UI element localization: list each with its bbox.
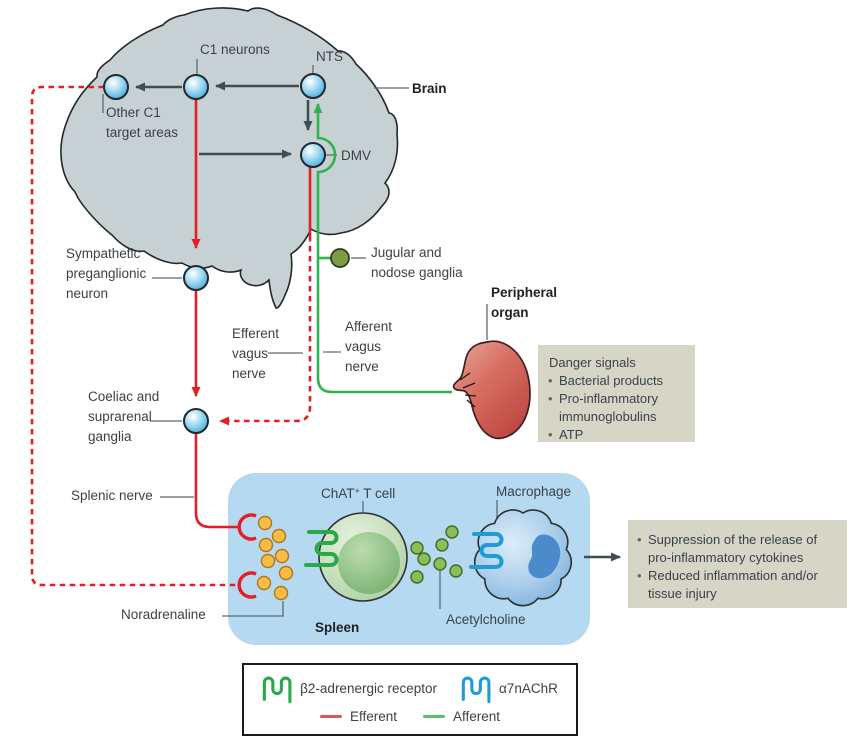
danger-item: ATP bbox=[548, 426, 691, 444]
efferent-vagus-label: Efferent vagus nerve bbox=[232, 326, 280, 381]
outcome-item: Reduced inflammation and/or tissue injur… bbox=[637, 567, 843, 603]
other-c1-label: Other C1 target areas bbox=[106, 105, 179, 140]
kidney-vessel bbox=[466, 399, 476, 408]
afferent-line-swatch bbox=[423, 715, 445, 718]
kidney-vessels bbox=[459, 372, 477, 408]
danger-signals-box: Danger signals Bacterial products Pro-in… bbox=[538, 345, 695, 444]
afferent-legend-label: Afferent bbox=[453, 709, 501, 724]
sympathetic-label: Sympathetic preganglionic neuron bbox=[66, 246, 147, 301]
sympathetic-node bbox=[183, 265, 209, 291]
beta2-receptor-legend-icon bbox=[262, 676, 292, 704]
dmv-label: DMV bbox=[341, 148, 371, 163]
noradrenaline-label: Noradrenaline bbox=[121, 607, 206, 622]
nts-label: NTS bbox=[316, 49, 343, 64]
coeliac-label: Coeliac and suprarenal ganglia bbox=[88, 389, 160, 444]
danger-item: Bacterial products bbox=[548, 372, 691, 390]
coeliac-node bbox=[183, 408, 209, 434]
splenic-nerve-label: Splenic nerve bbox=[71, 488, 153, 503]
alpha7-nachr-label: α7nAChR bbox=[499, 681, 558, 696]
outcome-box: Suppression of the release of pro-inflam… bbox=[628, 520, 847, 608]
outcome-item: Suppression of the release of pro-inflam… bbox=[637, 531, 843, 567]
chat-t-cell-label-text: ChAT bbox=[321, 486, 355, 501]
kidney-vessel bbox=[459, 372, 471, 381]
kidney-vessel bbox=[462, 382, 476, 389]
kidney bbox=[452, 340, 531, 440]
spleen-label: Spleen bbox=[315, 620, 360, 635]
chat-plus-superscript: + bbox=[354, 486, 360, 496]
acetylcholine-label: Acetylcholine bbox=[446, 612, 526, 627]
danger-item: Pro-inflammatory immunoglobulins bbox=[548, 390, 691, 426]
jugular-label: Jugular and nodose ganglia bbox=[371, 245, 463, 280]
kidney-vessel bbox=[464, 394, 477, 397]
chat-t-cell-label-suffix: T cell bbox=[359, 486, 396, 501]
central-sympathetic-dashed bbox=[30, 85, 240, 587]
alpha7-nachr-legend-icon bbox=[461, 676, 491, 704]
other-c1-node bbox=[103, 74, 129, 100]
legend: β2-adrenergic receptor α7nAChR Efferent … bbox=[242, 663, 578, 736]
dmv-node bbox=[300, 142, 326, 168]
c1-neurons-label: C1 neurons bbox=[200, 42, 270, 57]
peripheral-organ-label: Peripheral organ bbox=[491, 285, 558, 320]
chat-t-cell-label: ChAT+ T cell bbox=[321, 481, 395, 504]
jugular-nodose-node bbox=[330, 248, 350, 268]
legend-line-row: Efferent Afferent bbox=[244, 709, 576, 724]
outcome-list: Suppression of the release of pro-inflam… bbox=[637, 531, 843, 603]
brain-label: Brain bbox=[412, 81, 447, 96]
beta2-receptor-label: β2-adrenergic receptor bbox=[300, 681, 437, 696]
efferent-legend-label: Efferent bbox=[349, 709, 397, 724]
c1-neurons-node bbox=[183, 74, 209, 100]
kidney-shape bbox=[452, 340, 531, 440]
afferent-vagus-label: Afferent vagus nerve bbox=[345, 319, 393, 374]
legend-receptor-row: β2-adrenergic receptor α7nAChR bbox=[244, 672, 576, 705]
efferent-line-swatch bbox=[319, 715, 342, 718]
danger-signals-list: Bacterial products Pro-inflammatory immu… bbox=[548, 372, 691, 444]
macrophage-label: Macrophage bbox=[496, 484, 572, 499]
danger-signals-title: Danger signals bbox=[549, 355, 636, 370]
nts-node bbox=[300, 73, 326, 99]
